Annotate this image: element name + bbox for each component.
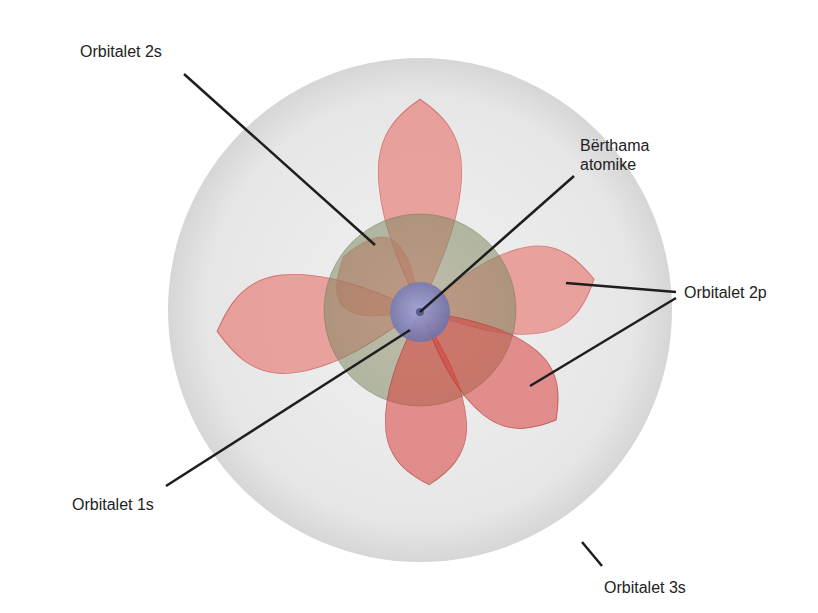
orbitals-2p-front [379, 278, 582, 487]
orbital-label: Bërthama atomike [580, 136, 670, 174]
leader-line [566, 283, 676, 292]
leader-lines [166, 74, 676, 566]
leader-line [582, 542, 602, 566]
orbital-label: Orbitalet 2s [80, 42, 162, 61]
leader-line [530, 298, 676, 386]
orbital-label: Orbitalet 2p [684, 283, 767, 302]
leader-line [166, 330, 410, 486]
orbital-label: Orbitalet 1s [72, 495, 154, 514]
leader-line [420, 176, 574, 312]
leader-line [184, 74, 375, 245]
orbital-label: Orbitalet 3s [604, 578, 686, 597]
orbital-3s [168, 58, 672, 562]
